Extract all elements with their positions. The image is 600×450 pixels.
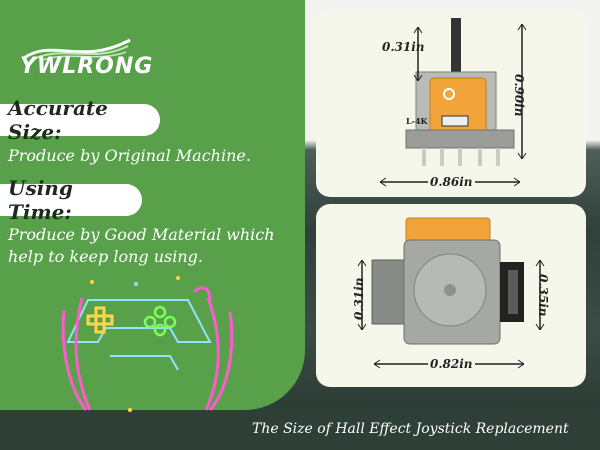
- left-height-arrow-icon: [357, 260, 367, 330]
- feature-desc-2: Produce by Good Material which help to k…: [8, 225, 275, 266]
- width-label: 0.86in: [428, 175, 475, 189]
- gamepad-hands-icon: [61, 276, 234, 412]
- total-height-arrow-icon: [517, 24, 527, 159]
- feature-panel: YWLRONG Accurate Size: Produce by Origin…: [0, 0, 305, 412]
- feature-desc-1: Produce by Original Machine.: [8, 146, 251, 165]
- caption: The Size of Hall Effect Joystick Replace…: [252, 421, 569, 437]
- bottom-size-card: 0.31in 0.35in 0.82in: [316, 204, 586, 387]
- brand-logo: YWLRONG: [20, 54, 154, 79]
- feature-title-2: Using Time:: [0, 176, 142, 224]
- chip-label: L-4K: [406, 116, 428, 126]
- background-bottom: [0, 408, 600, 450]
- right-height-arrow-icon: [535, 260, 545, 330]
- bottom-width-label: 0.82in: [428, 357, 475, 371]
- joystick-top-view: [371, 217, 524, 345]
- right-height-label: 0.35in: [536, 274, 550, 317]
- top-size-card: L-4K 0.31in 0.90in 0.86in: [316, 12, 586, 197]
- logo-wave-icon: [23, 38, 131, 62]
- total-height-label: 0.90in: [512, 74, 526, 117]
- height-label: 0.31in: [382, 40, 425, 54]
- joystick-side-view: [405, 18, 515, 166]
- height-arrow-icon: [413, 27, 423, 81]
- feature-title-1: Accurate Size:: [0, 96, 160, 144]
- left-height-label: 0.31in: [352, 277, 366, 320]
